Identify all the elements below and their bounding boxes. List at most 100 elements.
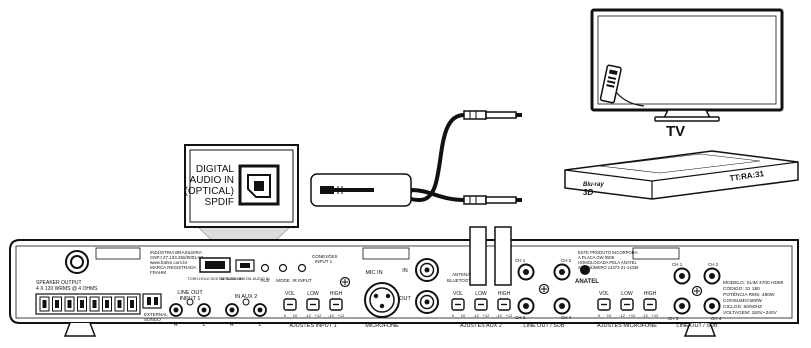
mic-knob-high[interactable]	[643, 298, 657, 311]
anatel-text-line-3: HOMOLOGADA PELA ANATEL	[578, 260, 637, 265]
ajustes-microfone-label: AJUSTES MICROFONE	[597, 323, 657, 329]
aux2-knob-vol[interactable]	[451, 298, 465, 311]
input1-knob-low[interactable]	[306, 298, 320, 311]
line-out-sub-label-1: LINE OUT / SUB	[523, 323, 564, 329]
in-aux2-label: IN AUX 2	[235, 294, 258, 300]
mic-knob-vol[interactable]	[597, 298, 611, 311]
anatel-logo-icon	[580, 265, 590, 275]
input1-scale-max-1: 10	[293, 313, 298, 318]
speaker-terminal-block	[35, 293, 141, 315]
brand-info-line-3: www.frahm.com.br	[150, 260, 188, 265]
line-out-sub-label-2: LINE OUT / SUB	[676, 323, 717, 329]
aux2-scale-min-2: -12	[473, 313, 480, 318]
ir-input-jack[interactable]	[297, 263, 307, 273]
mic-knob-low[interactable]	[620, 298, 634, 311]
model-info-line-3: POTÊNCIA RMS: 480W	[723, 290, 775, 298]
input1-knob-high[interactable]	[329, 298, 343, 311]
in-aux2-l: L	[258, 322, 261, 328]
speaker-terminal-post[interactable]	[127, 296, 137, 312]
aux2-knob-high[interactable]	[497, 298, 511, 311]
ir-input-label: IR INPUT	[292, 278, 312, 283]
aux-button[interactable]	[260, 263, 270, 273]
model-info-line-6: VOLTAGEM: 150V~240V	[723, 310, 778, 316]
callout-text: DIGITAL AUDIO IN (OPTICAL) SPDIF	[185, 164, 235, 208]
speaker-terminal-post[interactable]	[39, 296, 50, 312]
mic-scale-min-1: 0	[598, 313, 601, 318]
ch4-label-b: CH 4	[711, 316, 722, 321]
ch2-label-b: CH 2	[708, 262, 719, 267]
line-out-input1-label-1: LINE OUT	[177, 290, 203, 296]
brand-info-line-5: FRAHM	[150, 270, 166, 275]
mic-in-jack-label: IN	[402, 268, 408, 274]
mode-button-label: MODE	[276, 278, 290, 283]
external-terminal-block	[142, 293, 162, 309]
ch4-label-a: CH 4	[561, 315, 572, 320]
screw-icon	[339, 276, 351, 288]
ch3-label-b: CH 3	[668, 316, 679, 321]
aux2-scale-min-1: 0	[452, 313, 455, 318]
conexoes-label-2: INPUT 1	[315, 259, 333, 264]
aux2-scale-max-3: +12	[506, 313, 514, 318]
input1-knob-vol[interactable]	[283, 298, 297, 311]
cable-connector-bottom	[463, 195, 522, 205]
tv	[590, 8, 784, 122]
model-info-line-1: MODELO: SLIM 4700 HDMI	[723, 280, 783, 286]
line-out-sub-jacks-1	[517, 263, 571, 315]
mic-scale-max-2: +12	[629, 313, 637, 318]
brand-info-line-1: INDÚSTRIA BRASILEIRA	[150, 249, 202, 255]
callout-line-1: DIGITAL	[196, 164, 235, 175]
speaker-terminal-post[interactable]	[77, 296, 87, 312]
aux2-knob-label-3: HIGH	[498, 291, 511, 297]
spdif-plug	[310, 173, 412, 207]
line-out-input1-jacks	[169, 298, 211, 317]
callout-line-2: AUDIO IN	[190, 175, 234, 186]
input1-knob-label-1: VOL	[285, 291, 295, 297]
input1-scale-max-2: +12	[315, 313, 323, 318]
ch3-label-a: CH 3	[515, 315, 526, 320]
aux2-scale-max-1: 10	[461, 313, 466, 318]
mic-out-jack[interactable]	[415, 290, 439, 314]
model-info-line-2: CÓDIGO: 31 180	[723, 285, 760, 292]
aux2-knob-label-1: VOL	[453, 291, 463, 297]
input1-scale-min-1: 0	[284, 313, 287, 318]
model-info-line-4: CONSUMO:580W	[723, 298, 762, 304]
speaker-output-title: SPEAKER OUTPUT	[36, 280, 82, 286]
bluray-player	[564, 150, 799, 200]
digital-audio-in-port[interactable]	[199, 257, 231, 273]
optical-audio-in-port[interactable]	[235, 259, 255, 272]
speaker-terminal-post[interactable]	[64, 296, 75, 312]
aux2-knob-low[interactable]	[474, 298, 488, 311]
input1-scale-min-2: -12	[305, 313, 312, 318]
microfone-label: MICROFONE	[365, 323, 399, 329]
optical-port-icon	[238, 164, 280, 206]
anatel-text: ESTE PRODUTO INCORPORA A PLACA GW 0508 H…	[578, 250, 639, 270]
ch1-label-b: CH 1	[672, 262, 683, 267]
anatel-text-line-4: SOB NÚMERO 14373-21-14336	[578, 265, 639, 270]
power-socket	[65, 250, 89, 274]
speaker-terminal-post[interactable]	[114, 296, 125, 312]
mic-out-jack-label: OUT	[399, 296, 411, 302]
xlr-mic-input[interactable]	[364, 282, 400, 318]
mode-button[interactable]	[278, 263, 288, 273]
model-info-line-5: CICLOS: 50/60HZ	[723, 304, 762, 310]
speaker-terminal-post[interactable]	[102, 296, 112, 312]
mic-in-jack[interactable]	[415, 258, 439, 282]
anatel-label: ANATEL	[575, 279, 599, 285]
anatel-text-line-1: ESTE PRODUTO INCORPORA	[578, 250, 638, 255]
line-out-input1-r: R	[174, 322, 178, 328]
aux2-scale-min-3: -12	[496, 313, 503, 318]
aux-button-label: AUX	[260, 278, 269, 283]
in-aux2-jacks	[225, 298, 267, 317]
mic-knob-label-3: HIGH	[644, 291, 657, 297]
speaker-terminal-post[interactable]	[89, 296, 100, 312]
mic-scale-min-3: -12	[642, 313, 649, 318]
optical-audio-in-label: OPTICAL DIGITAL AUDIO IN	[220, 277, 269, 281]
mic-in-label: MIC IN	[365, 270, 382, 276]
mic-scale-min-2: -12	[619, 313, 626, 318]
mic-knob-label-2: LOW	[621, 291, 633, 297]
speaker-terminal-post[interactable]	[52, 296, 62, 312]
